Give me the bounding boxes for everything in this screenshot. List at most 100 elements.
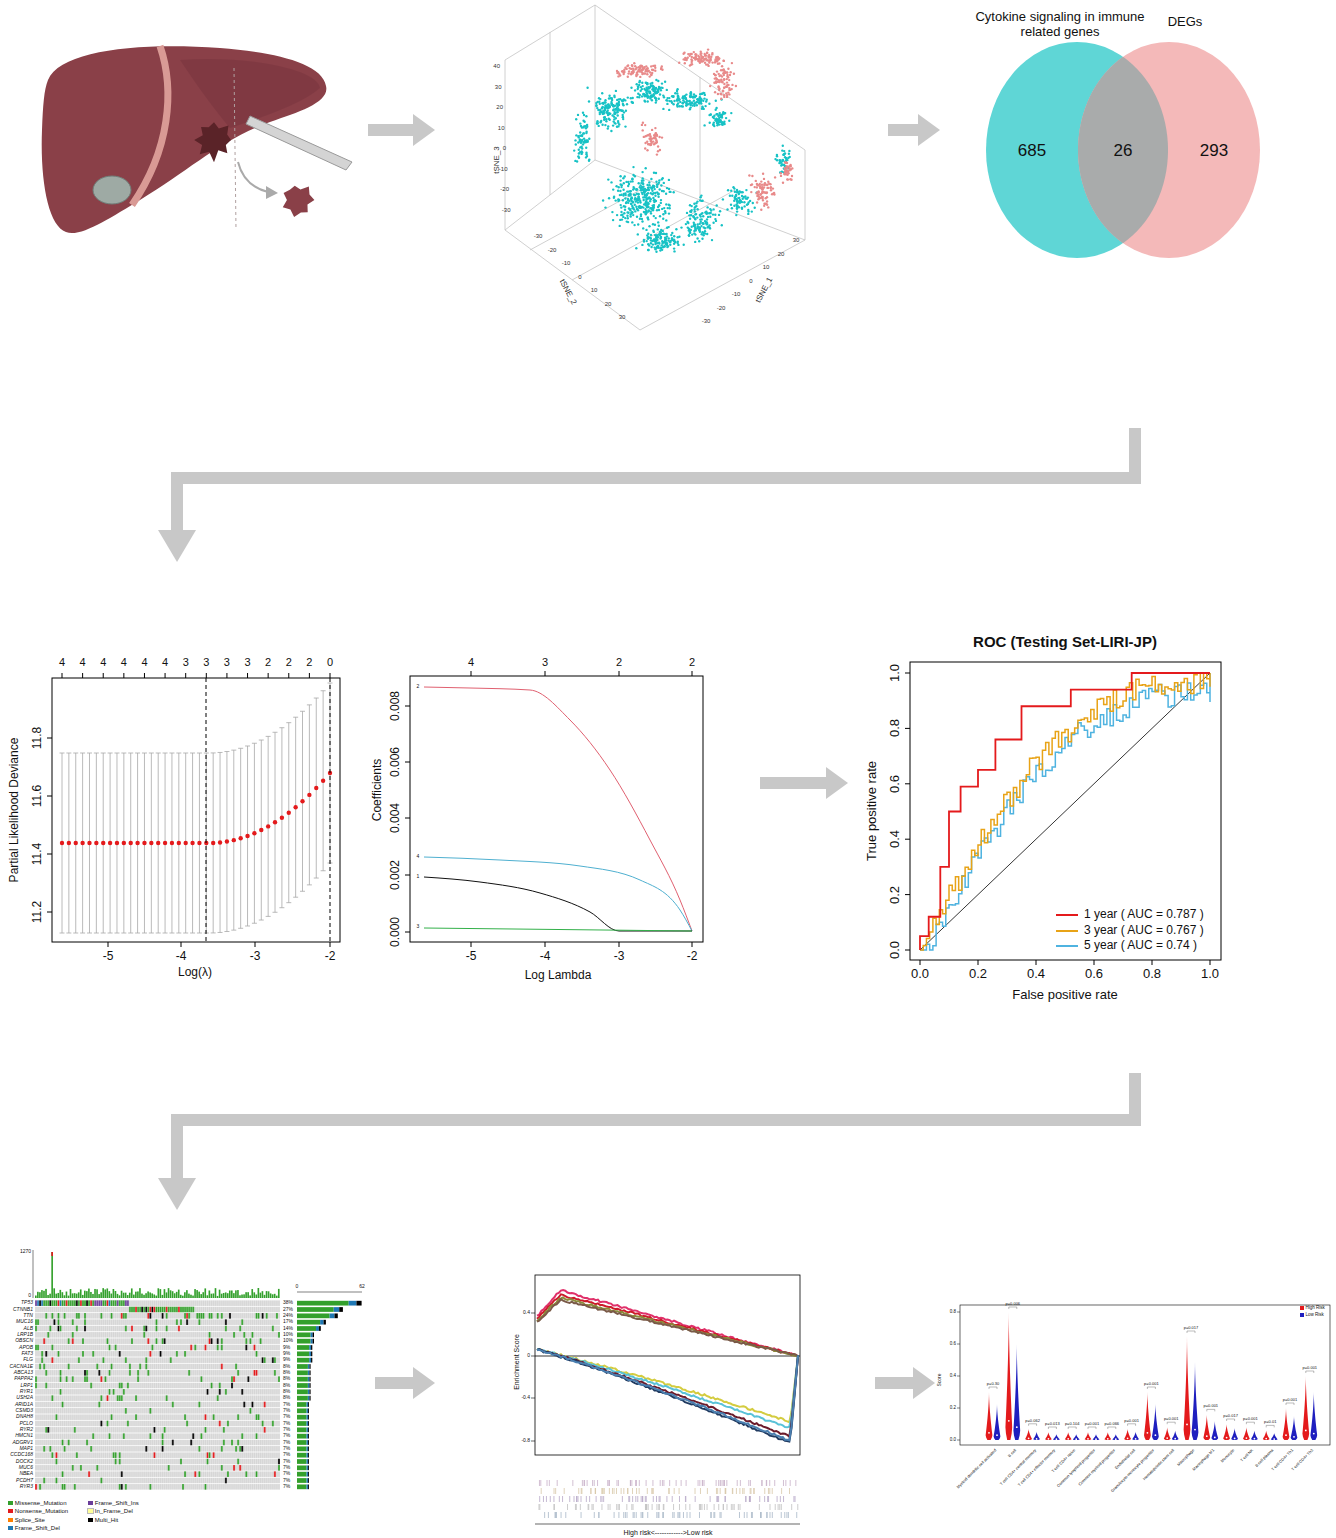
cell-point <box>665 219 667 221</box>
tick <box>165 673 166 678</box>
error-cap <box>128 753 133 754</box>
cell-point <box>722 124 724 126</box>
cell-point <box>691 101 693 103</box>
cell-point <box>638 69 640 71</box>
cell-point <box>653 199 655 201</box>
cell-point <box>782 145 784 147</box>
cell-point <box>735 214 737 216</box>
cell-point <box>695 101 697 103</box>
error-cap <box>149 933 154 934</box>
cell-point <box>654 195 656 197</box>
mutation-cell <box>127 1300 129 1306</box>
cell-point <box>647 249 649 251</box>
tick <box>545 942 546 947</box>
cell-point <box>624 197 626 199</box>
cell-point <box>712 124 714 126</box>
cell-point <box>586 87 588 89</box>
cell-point <box>602 110 604 112</box>
cell-point <box>598 125 600 127</box>
cell-point <box>716 70 718 72</box>
cell-point <box>596 122 598 124</box>
tick <box>405 875 410 876</box>
cell-point <box>735 194 737 196</box>
cell-point <box>639 184 641 186</box>
cell-point <box>787 157 789 159</box>
cell-point <box>726 81 728 83</box>
cell-point <box>754 207 756 209</box>
cell-point <box>678 62 680 64</box>
cell-point <box>689 96 691 98</box>
cell-point <box>756 184 758 186</box>
cell-point <box>702 222 704 224</box>
cell-point <box>632 72 634 74</box>
tick <box>905 673 910 674</box>
mutation-cell <box>96 1300 98 1306</box>
cell-point <box>720 93 722 95</box>
cell-point <box>653 94 655 96</box>
cell-point <box>789 168 791 170</box>
cell-point <box>588 138 590 140</box>
cell-point <box>633 224 635 226</box>
cv-point <box>190 841 194 845</box>
error-cap <box>266 916 271 917</box>
cell-point <box>719 116 721 118</box>
cell-point <box>696 216 698 218</box>
cell-point <box>611 211 613 213</box>
cell-point <box>700 93 702 95</box>
cell-point <box>653 204 655 206</box>
mutation-cell <box>119 1300 121 1306</box>
cell-point <box>704 94 706 96</box>
cell-point <box>701 108 703 110</box>
cell-point <box>749 200 751 202</box>
cell-point <box>778 159 780 161</box>
cell-point <box>640 215 642 217</box>
mutation-cell <box>47 1300 49 1306</box>
cell-point <box>662 246 664 248</box>
mutation-cell <box>147 1307 149 1313</box>
cell-point <box>712 123 714 125</box>
cell-point <box>788 153 790 155</box>
cell-point <box>665 99 667 101</box>
mutation-cell <box>135 1307 137 1313</box>
cell-point <box>715 113 717 115</box>
cell-point <box>654 199 656 201</box>
cell-point <box>668 237 670 239</box>
cell-point <box>577 141 579 143</box>
cell-point <box>619 219 621 221</box>
cell-point <box>619 190 621 192</box>
cv-point <box>287 810 291 814</box>
cell-point <box>655 240 657 242</box>
cell-point <box>642 85 644 87</box>
cell-point <box>660 229 662 231</box>
error-cap <box>245 745 250 746</box>
cell-point <box>716 57 718 59</box>
cell-point <box>670 234 672 236</box>
cell-point <box>646 73 648 75</box>
cell-point <box>585 131 587 133</box>
cell-point <box>736 208 738 210</box>
cell-point <box>652 243 654 245</box>
error-cap <box>142 753 147 754</box>
cell-point <box>596 122 598 124</box>
tick <box>920 960 921 965</box>
cell-point <box>648 225 650 227</box>
cell-point <box>637 69 639 71</box>
cell-point <box>703 58 705 60</box>
mutation-cell <box>143 1307 145 1313</box>
cv-point <box>307 793 311 797</box>
cell-point <box>744 195 746 197</box>
cell-point <box>650 192 652 194</box>
cell-point <box>613 118 615 120</box>
cell-point <box>726 96 728 98</box>
cell-point <box>689 93 691 95</box>
cell-point <box>659 237 661 239</box>
mutation-cell <box>78 1300 80 1306</box>
error-cap <box>156 753 161 754</box>
mutation-cell <box>117 1300 119 1306</box>
cell-point <box>631 102 633 104</box>
cell-point <box>624 217 626 219</box>
cell-point <box>666 227 668 229</box>
cell-point <box>645 90 647 92</box>
cell-point <box>693 51 695 53</box>
scalpel <box>246 116 352 170</box>
